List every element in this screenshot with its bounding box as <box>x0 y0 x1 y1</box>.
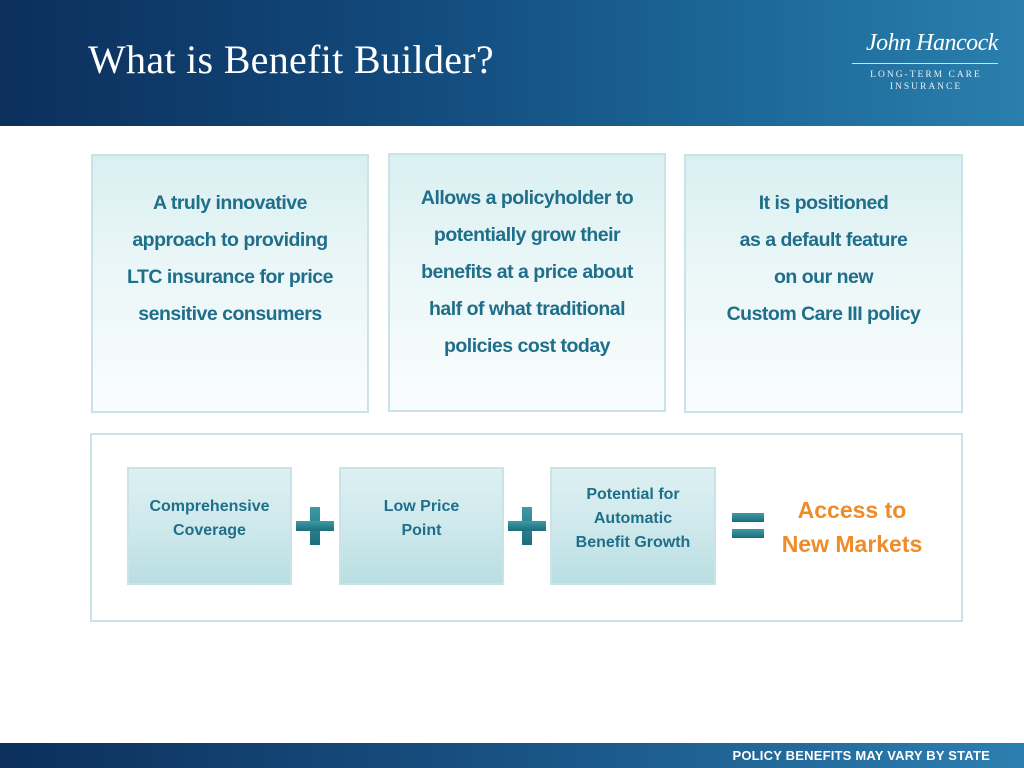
feature-card-text: Allows a policyholder to potentially gro… <box>420 180 634 365</box>
equation-term-text: Low Price Point <box>384 495 460 543</box>
card-line: half of what traditional <box>429 298 626 320</box>
slide-title: What is Benefit Builder? <box>88 37 494 82</box>
equation-term-text: Potential for Automatic Benefit Growth <box>576 483 691 555</box>
card-line: as a default feature <box>739 228 908 251</box>
result-line: Access to <box>797 497 907 523</box>
term-line: Point <box>401 522 442 539</box>
card-line: Allows a policyholder to <box>420 187 634 209</box>
plus-icon <box>508 507 546 545</box>
equation-term-text: Comprehensive Coverage <box>149 495 269 543</box>
feature-card-positioning: It is positioned as a default feature on… <box>684 154 963 413</box>
card-line: on our new <box>774 265 873 288</box>
term-line: Automatic <box>593 510 673 527</box>
card-line: Custom Care III policy <box>726 302 921 325</box>
footer-bar: POLICY BENEFITS MAY VARY BY STATE <box>0 743 1024 768</box>
feature-card-growth: Allows a policyholder to potentially gro… <box>388 153 666 412</box>
term-line: Benefit Growth <box>575 534 691 551</box>
card-line: potentially grow their <box>433 224 621 246</box>
term-line: Low Price <box>383 498 460 515</box>
card-line: approach to providing <box>132 228 328 251</box>
card-line: It is positioned <box>758 191 889 214</box>
logo-tagline-line1: LONG-TERM CARE <box>870 70 982 80</box>
logo-signature: John Hancock <box>866 30 998 56</box>
footer-disclaimer: POLICY BENEFITS MAY VARY BY STATE <box>732 748 990 763</box>
plus-icon <box>296 507 334 545</box>
term-line: Comprehensive <box>149 498 270 515</box>
equation-result: Access to New Markets <box>772 493 932 561</box>
equals-icon <box>732 513 764 539</box>
term-line: Coverage <box>173 522 246 539</box>
feature-card-text: It is positioned as a default feature on… <box>727 185 921 333</box>
equation-term-growth: Potential for Automatic Benefit Growth <box>550 467 716 585</box>
card-line: LTC insurance for price <box>127 265 333 288</box>
logo-tagline-line2: INSURANCE <box>889 82 963 92</box>
card-line: benefits at a price about <box>421 261 633 283</box>
equation-term-coverage: Comprehensive Coverage <box>127 467 292 585</box>
card-line: policies cost today <box>443 335 611 357</box>
term-line: Potential for <box>586 486 680 503</box>
header-banner: What is Benefit Builder? John Hancock LO… <box>0 0 1024 126</box>
feature-card-text: A truly innovative approach to providing… <box>127 185 333 333</box>
card-line: sensitive consumers <box>138 302 322 325</box>
feature-card-innovative: A truly innovative approach to providing… <box>91 154 369 413</box>
card-line: A truly innovative <box>153 191 307 214</box>
result-line: New Markets <box>781 531 923 557</box>
equation-term-price: Low Price Point <box>339 467 504 585</box>
john-hancock-logo: John Hancock LONG-TERM CARE INSURANCE <box>852 22 1002 102</box>
logo-divider <box>852 63 998 64</box>
